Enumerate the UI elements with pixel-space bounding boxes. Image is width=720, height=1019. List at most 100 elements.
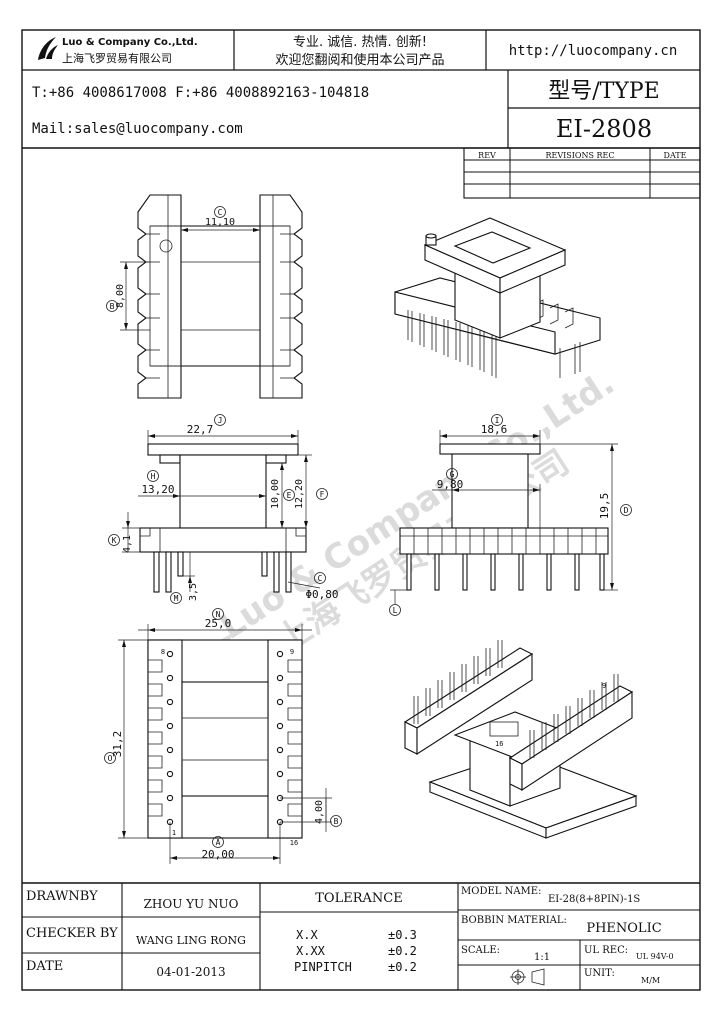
dim-j-value: 22,7 <box>187 423 214 436</box>
side-view: I 18,6 G 9,80 19,5 D L <box>389 414 632 616</box>
dim-g-value: 9,80 <box>437 478 464 491</box>
dim-i-value: 18,6 <box>481 423 508 436</box>
dim-a-marker <box>212 836 224 848</box>
dim-f-marker <box>316 488 328 500</box>
email-line[interactable]: Mail:sales@luocompany.com <box>32 121 243 137</box>
checker-by-label: CHECKER BY <box>26 926 118 941</box>
dim-e-marker <box>283 489 295 501</box>
company-name-cn: 上海飞罗贸易有限公司 <box>62 51 172 65</box>
dim-b-marker <box>106 300 118 312</box>
model-name-label: MODEL NAME: <box>461 886 541 897</box>
svg-text:C: C <box>318 574 323 583</box>
type-value: EI-2808 <box>556 115 652 143</box>
tol-pinpitch-label: PINPITCH <box>294 960 352 974</box>
dim-e-value: 10,00 <box>270 479 281 509</box>
unit-value: M/M <box>641 976 660 985</box>
tol-x-xx-value: ±0.2 <box>388 944 417 958</box>
pin-label-8: 8 <box>161 648 165 656</box>
svg-text:H: H <box>151 472 156 481</box>
date-column-header: DATE <box>664 151 687 160</box>
company-slogan: 专业. 诚信. 热情. 创新! <box>293 34 427 50</box>
svg-text:B: B <box>110 302 115 311</box>
tol-x-x-label: X.X <box>296 928 318 942</box>
type-label: 型号/TYPE <box>548 79 659 104</box>
dim-k-value: 4,1 <box>122 535 133 553</box>
dim-k-marker <box>108 534 120 546</box>
company-welcome: 欢迎您翻阅和使用本公司产品 <box>275 52 444 68</box>
dim-o-marker <box>104 752 116 764</box>
pin-label-9: 9 <box>290 648 294 656</box>
ul-rec-label: UL REC: <box>584 945 628 956</box>
dim-b2-marker <box>330 815 342 827</box>
dim-c-value: 11,10 <box>205 217 235 228</box>
svg-text:D: D <box>624 506 629 515</box>
svg-text:K: K <box>112 536 117 545</box>
top-view: C 11,10 B 8,00 <box>106 194 303 399</box>
dim-d-value: 19,5 <box>598 493 611 520</box>
svg-text:C: C <box>218 208 223 217</box>
revisions-table: REV REVISIONS REC DATE <box>463 147 701 199</box>
dim-m-marker <box>170 592 182 604</box>
dim-j-marker <box>214 414 226 426</box>
model-name-value: EI-28(8+8PIN)-1S <box>548 894 640 905</box>
dim-g-marker <box>446 468 458 480</box>
dim-i-marker <box>491 414 503 426</box>
svg-text:M: M <box>174 594 179 603</box>
dim-f-value: 12,20 <box>294 479 305 509</box>
svg-text:B: B <box>334 817 339 826</box>
svg-text:L: L <box>393 606 398 615</box>
bottom-view: 8 9 1 16 N 25,0 O 31,2 4,00 B <box>104 608 342 864</box>
dim-a-value: 20,00 <box>201 848 234 861</box>
luo-company-logo-icon <box>38 37 58 60</box>
drawn-by-value: ZHOU YU NUO <box>144 897 239 911</box>
dim-c-marker <box>214 206 226 218</box>
bobbin-material-value: PHENOLIC <box>586 921 661 936</box>
svg-text:F: F <box>320 490 325 499</box>
pin-label-16: 16 <box>290 839 298 847</box>
title-block: DRAWNBY ZHOU YU NUO CHECKER BY WANG LING… <box>22 882 700 990</box>
tolerance-label: TOLERANCE <box>315 891 402 906</box>
company-name-en: Luo & Company Co.,Ltd. <box>62 37 198 48</box>
dim-o-value: 31,2 <box>111 731 124 758</box>
header-block: Luo & Company Co.,Ltd. 上海飞罗贸易有限公司 专业. 诚信… <box>22 30 700 149</box>
isometric-view-bottom: 9 16 <box>403 640 638 839</box>
dim-d-marker <box>620 504 632 516</box>
dim-b2-value: 4,00 <box>314 800 325 824</box>
svg-text:N: N <box>216 610 221 619</box>
phone-fax-line: T:+86 4008617008 F:+86 4008892163-104818 <box>32 85 369 101</box>
checker-by-value: WANG LING RONG <box>136 934 246 947</box>
date-value: 04-01-2013 <box>156 965 225 979</box>
isometric-view-top <box>394 217 601 378</box>
iso-pin-label-9: 9 <box>602 682 606 690</box>
revisions-rec-column-header: REVISIONS REC <box>545 151 614 160</box>
tol-x-x-value: ±0.3 <box>388 928 417 942</box>
projection-symbol-icon <box>510 968 545 986</box>
dim-l-marker <box>389 604 401 616</box>
svg-text:G: G <box>450 470 455 479</box>
website-link[interactable]: http://luocompany.cn <box>509 43 678 59</box>
tol-pinpitch-value: ±0.2 <box>388 960 417 974</box>
dim-n-value: 25,0 <box>205 617 232 630</box>
pin-label-1: 1 <box>172 829 176 837</box>
rev-column-header: REV <box>478 151 496 160</box>
bobbin-material-label: BOBBIN MATERIAL: <box>461 915 567 926</box>
svg-text:A: A <box>216 838 221 847</box>
iso-pin-label-16: 16 <box>495 740 503 748</box>
svg-text:I: I <box>495 416 500 425</box>
svg-text:E: E <box>287 491 292 500</box>
drawn-by-label: DRAWNBY <box>26 889 98 904</box>
dim-h-marker <box>147 470 159 482</box>
dim-c2-value: Φ0,80 <box>305 588 338 601</box>
dim-c2-marker <box>314 572 326 584</box>
dim-n-marker <box>212 608 224 620</box>
date-label: DATE <box>26 959 63 974</box>
svg-text:J: J <box>218 416 223 425</box>
sheet-border <box>21 29 701 991</box>
tol-x-xx-label: X.XX <box>296 944 326 958</box>
dim-b-value: 8,00 <box>115 284 126 308</box>
ul-rec-value: UL 94V-0 <box>636 952 674 961</box>
svg-text:O: O <box>108 754 113 763</box>
scale-label: SCALE: <box>461 945 500 956</box>
dim-h-value: 13,20 <box>141 483 174 496</box>
